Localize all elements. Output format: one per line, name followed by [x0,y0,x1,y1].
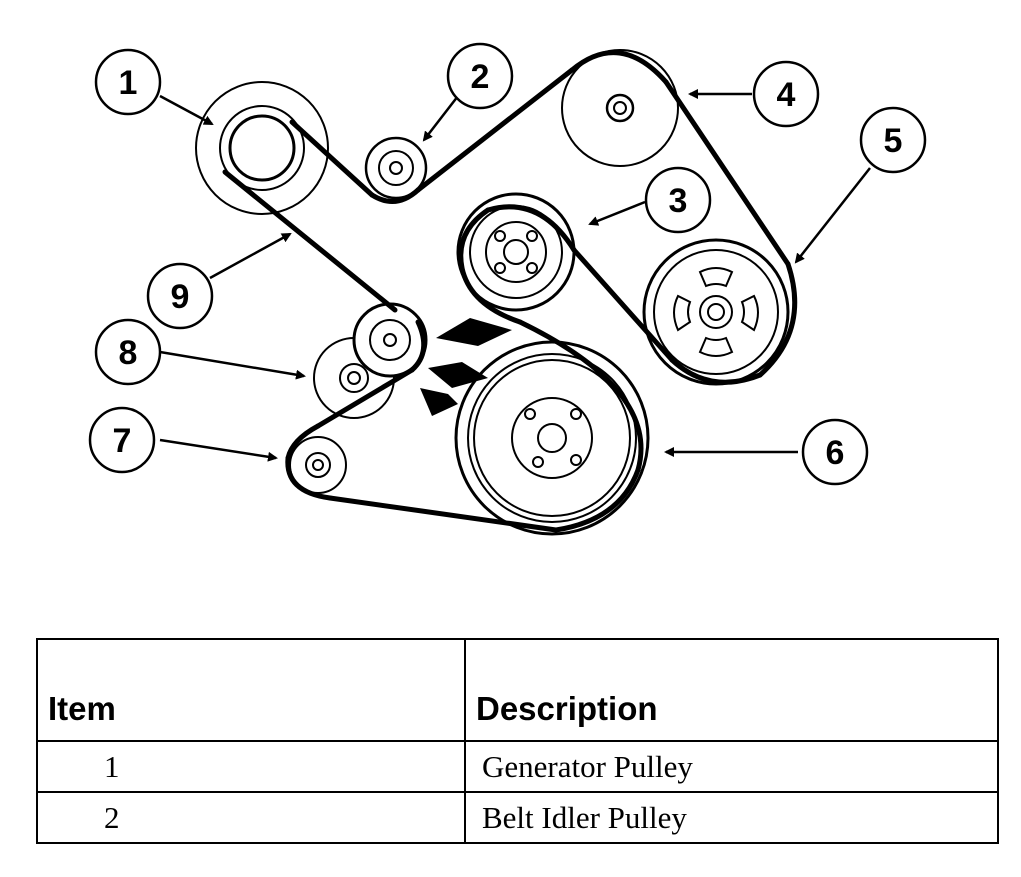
callout-9: 9 [146,262,214,330]
table-row: 1 Generator Pulley [36,740,999,793]
leader-line-7 [159,438,278,462]
item-description: Belt Idler Pulley [482,799,687,835]
svg-text:4: 4 [777,76,796,114]
pulley-4 [561,49,679,167]
table-header-row: Item Description [36,638,999,742]
header-description: Description [476,690,658,727]
callout-8: 8 [94,318,162,386]
header-item: Item [48,690,116,727]
callout-1: 1 [94,48,162,116]
svg-text:1: 1 [119,64,138,102]
tensioner-indicator-arrows [420,318,512,416]
pulley-5 [642,238,790,386]
table-row: 2 Belt Idler Pulley [36,791,999,844]
leader-line-5 [794,167,871,264]
svg-text:3: 3 [669,182,688,220]
callout-3: 3 [644,166,712,234]
item-description: Generator Pulley [482,748,693,784]
svg-text:9: 9 [171,278,190,316]
generator-pulley [195,81,329,215]
belt-idler-pulley-upper [364,136,428,200]
drive-belt [222,50,798,533]
item-number: 1 [104,748,120,784]
belt-routing-diagram: 1 2 3 4 5 6 7 8 9 [88,42,927,536]
callout-2: 2 [446,42,514,110]
leader-line-1 [159,94,214,126]
item-number: 2 [104,799,120,835]
callout-6: 6 [801,418,869,486]
svg-text:2: 2 [471,58,490,96]
leader-line-3 [588,200,646,226]
callout-7: 7 [88,406,156,474]
leader-lines [159,89,871,462]
leader-line-8 [159,350,306,380]
leader-line-2 [422,95,459,142]
svg-text:5: 5 [884,122,903,160]
callout-5: 5 [859,106,927,174]
crankshaft-pulley [454,340,650,536]
legend-table: Item Description 1 Generator Pulley 2 Be… [36,638,999,844]
svg-text:7: 7 [113,422,132,460]
leader-line-9 [209,232,292,280]
svg-text:8: 8 [119,334,138,372]
callout-4: 4 [752,60,820,128]
svg-text:6: 6 [826,434,845,472]
